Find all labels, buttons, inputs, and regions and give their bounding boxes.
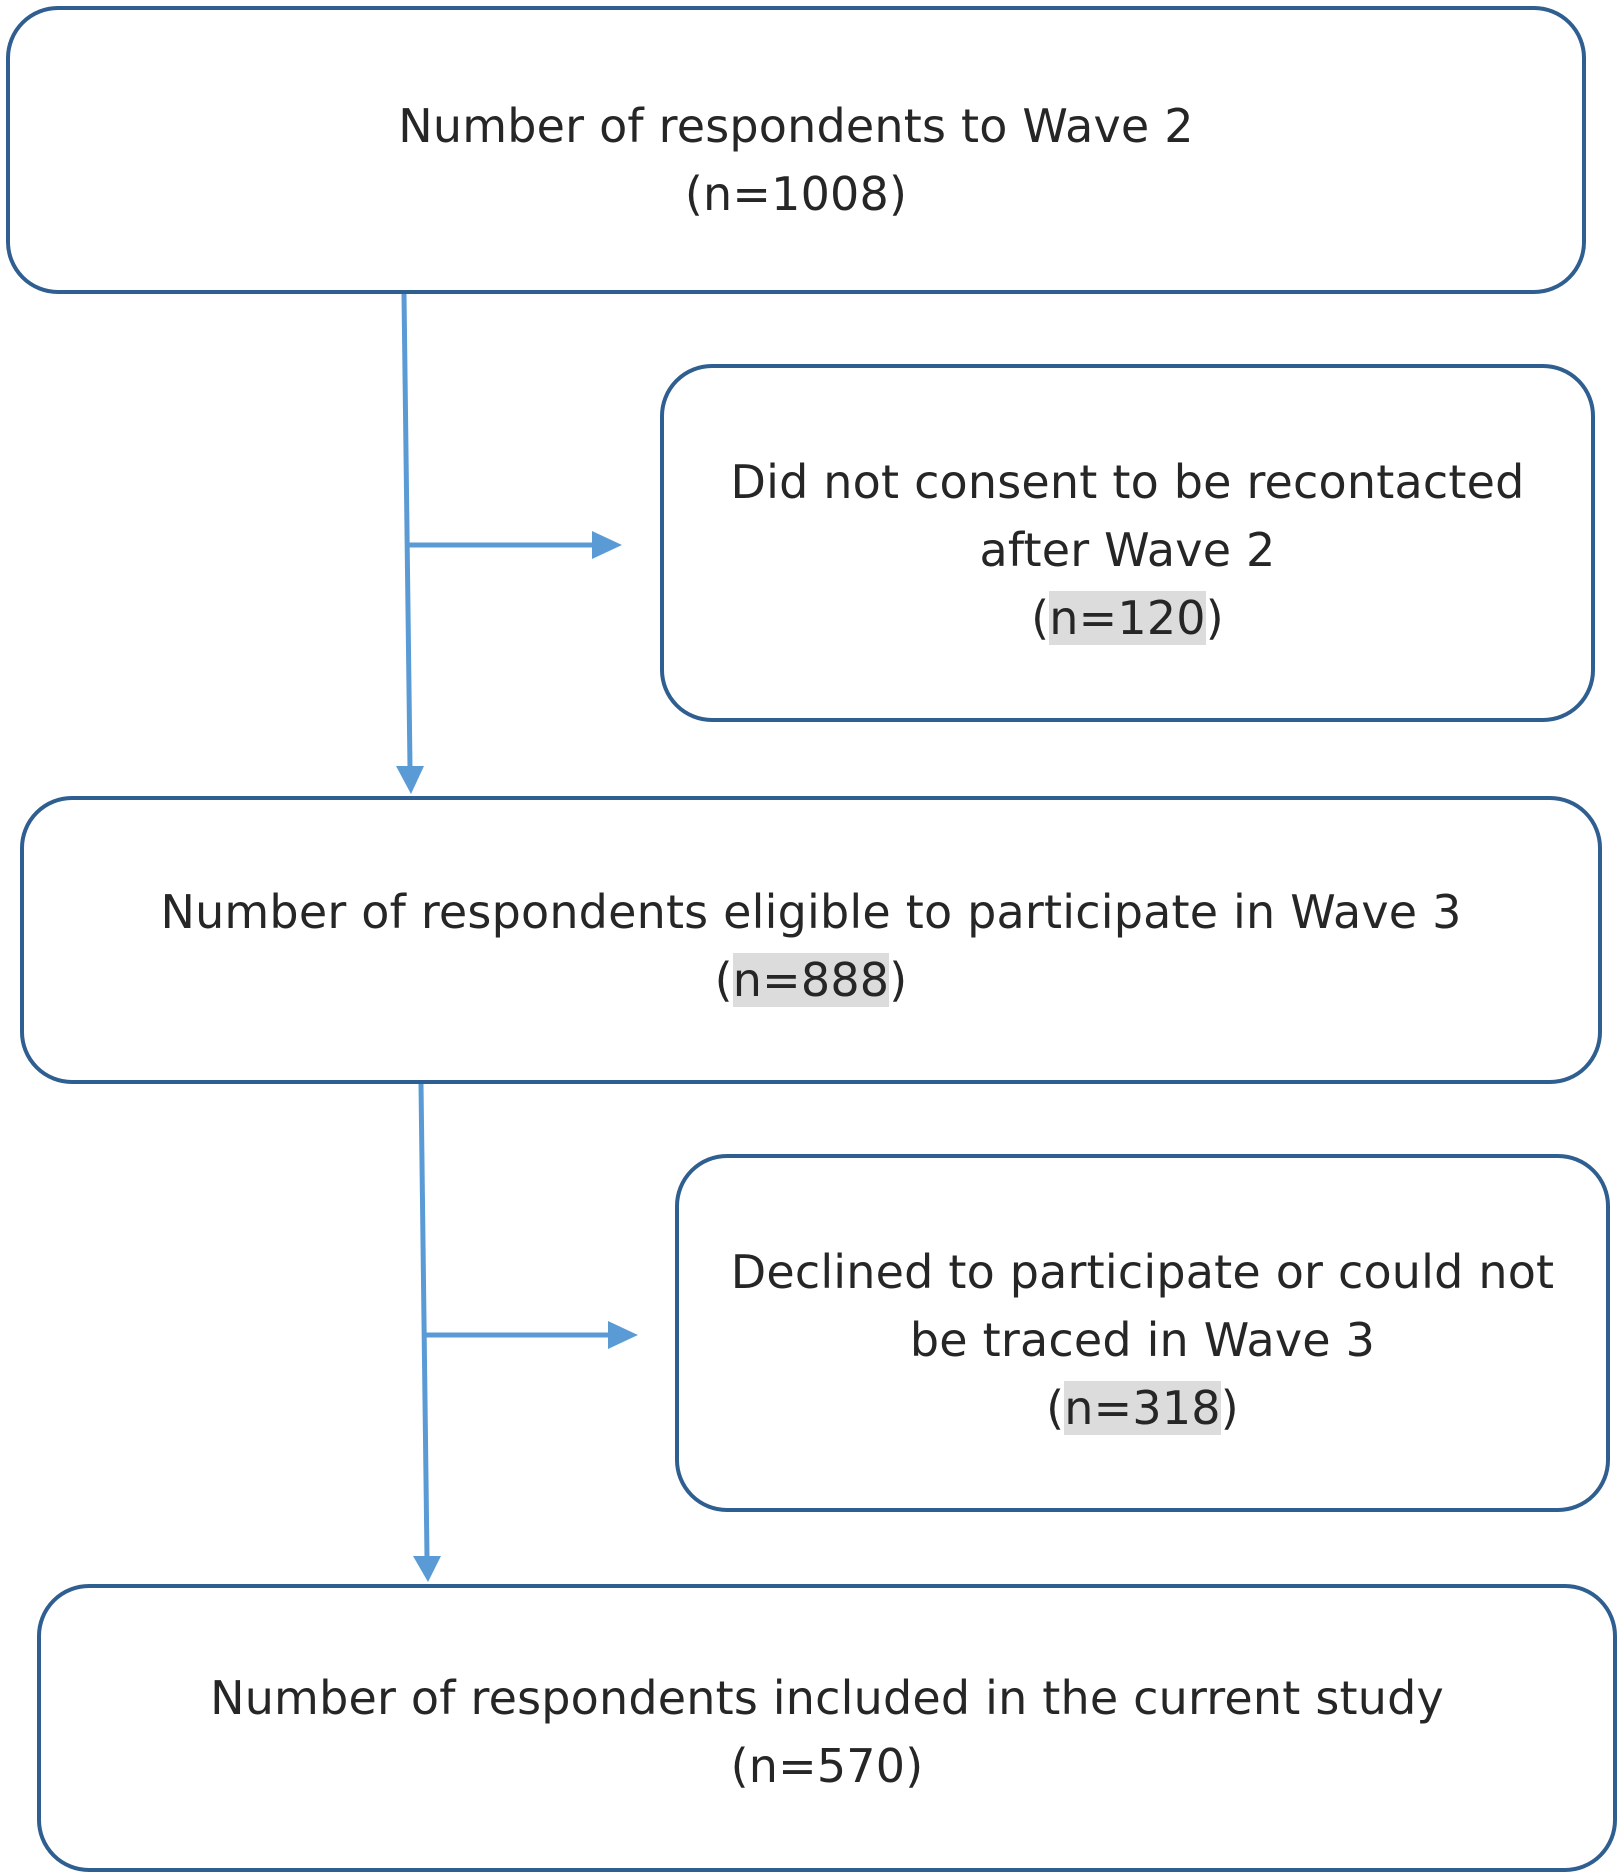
- box-included-current-study: Number of respondents included in the cu…: [37, 1584, 1617, 1872]
- open-paren: (: [714, 953, 733, 1007]
- arrowhead-included: [413, 1556, 441, 1582]
- box-declined-count-line: (n=318): [1046, 1374, 1239, 1442]
- box-no-consent-count: n=120: [1049, 591, 1206, 645]
- box-no-consent-label-2: after Wave 2: [979, 523, 1276, 577]
- box-declined-count: n=318: [1064, 1381, 1221, 1435]
- box-respondents-wave2: Number of respondents to Wave 2 (n=1008): [6, 6, 1586, 294]
- open-paren: (: [1031, 591, 1050, 645]
- box-eligible-count-line: (n=888): [715, 946, 908, 1014]
- box-no-consent: Did not consent to be recontacted after …: [660, 364, 1595, 722]
- box-no-consent-label-1: Did not consent to be recontacted: [730, 455, 1525, 509]
- box-no-consent-count-line: (n=120): [1031, 584, 1224, 652]
- box-included-label: Number of respondents included in the cu…: [210, 1671, 1444, 1725]
- box-eligible-label: Number of respondents eligible to partic…: [160, 885, 1462, 939]
- arrow-wave2-to-eligible: [401, 293, 413, 769]
- box-declined: Declined to participate or could not be …: [675, 1154, 1610, 1512]
- box-eligible-count: n=888: [732, 953, 890, 1007]
- box-eligible-wave3: Number of respondents eligible to partic…: [20, 796, 1602, 1084]
- box-included-count: (n=570): [730, 1739, 924, 1793]
- box-declined-label-2: be traced in Wave 3: [909, 1313, 1376, 1367]
- box-wave2-count: (n=1008): [684, 167, 908, 221]
- close-paren: ): [1205, 591, 1224, 645]
- arrowhead-declined: [608, 1321, 638, 1349]
- close-paren: ): [889, 953, 908, 1007]
- arrowhead-eligible: [396, 766, 424, 794]
- box-declined-label-1: Declined to participate or could not: [730, 1245, 1555, 1299]
- arrow-eligible-to-included: [418, 1083, 430, 1559]
- close-paren: ): [1220, 1381, 1239, 1435]
- box-wave2-label: Number of respondents to Wave 2: [398, 99, 1194, 153]
- arrowhead-no-consent: [592, 531, 622, 559]
- open-paren: (: [1046, 1381, 1065, 1435]
